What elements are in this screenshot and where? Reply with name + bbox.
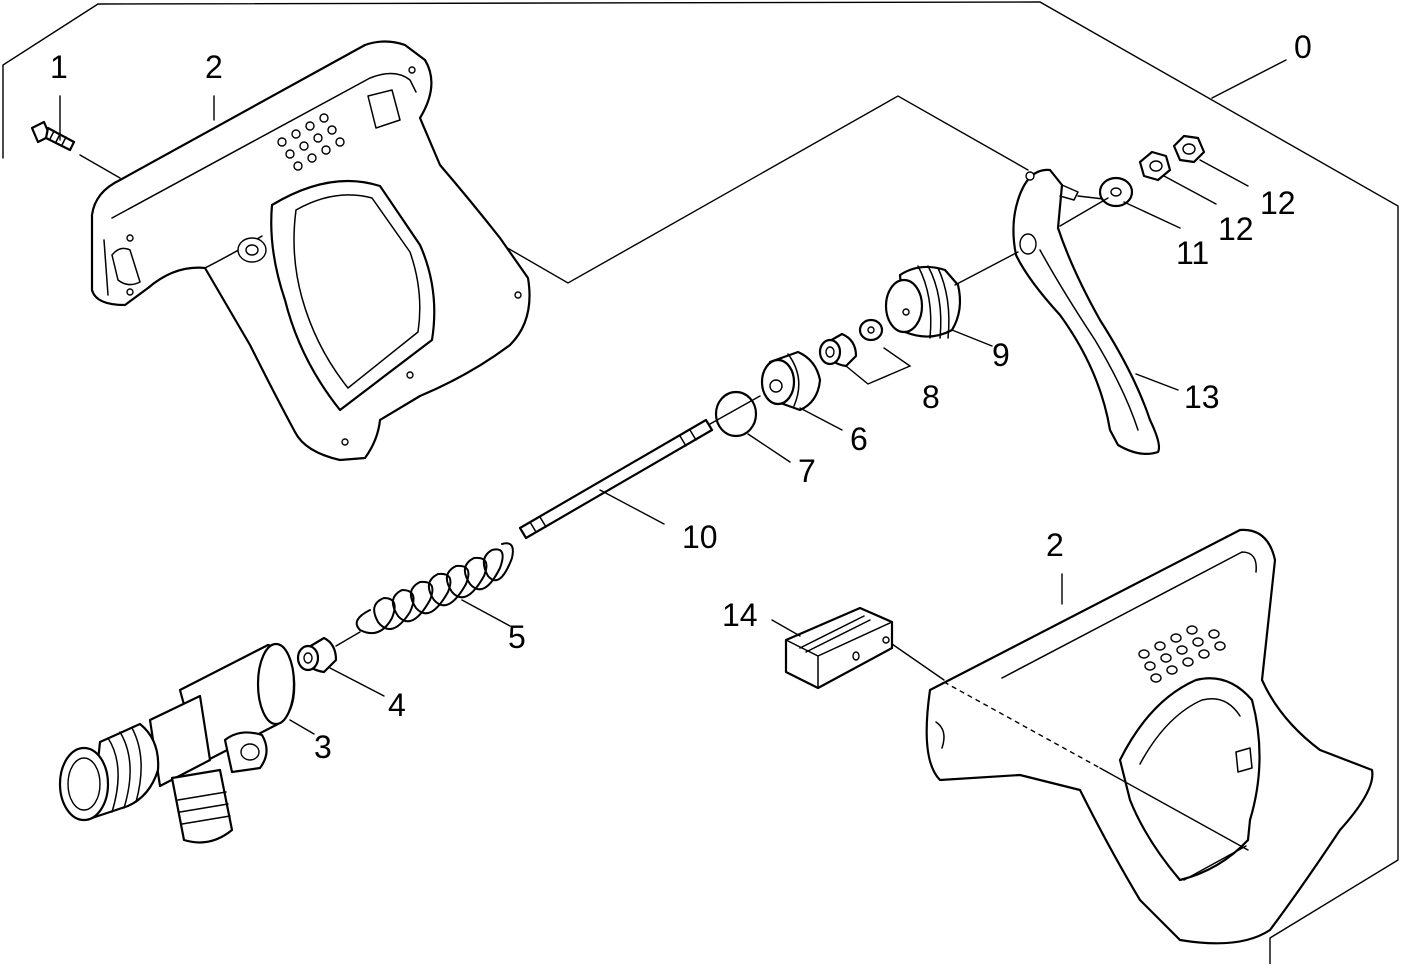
screw bbox=[30, 120, 121, 179]
nut-12b bbox=[1172, 134, 1206, 164]
grip-dots-left bbox=[277, 113, 345, 171]
valve-4 bbox=[296, 631, 385, 697]
callout-5: 5 bbox=[508, 619, 526, 655]
callout-10: 10 bbox=[682, 519, 718, 555]
nut-12a bbox=[1138, 150, 1172, 182]
trigger bbox=[1012, 168, 1161, 455]
callout-6: 6 bbox=[850, 421, 868, 457]
grip-dots-right bbox=[1138, 625, 1226, 683]
valve-housing-9 bbox=[884, 251, 1019, 339]
handle-half-left bbox=[90, 40, 531, 462]
callout-4: 4 bbox=[388, 687, 406, 723]
connector-3 bbox=[58, 642, 315, 844]
callout-11: 11 bbox=[1176, 235, 1209, 271]
callout-8: 8 bbox=[922, 379, 940, 415]
leader-lines bbox=[59, 59, 1287, 605]
callout-2-right: 2 bbox=[1046, 527, 1064, 563]
spring-5 bbox=[355, 542, 514, 634]
o-ring-7 bbox=[714, 390, 791, 463]
callout-0: 0 bbox=[1294, 29, 1312, 65]
handle-half-right bbox=[925, 528, 1374, 945]
callout-14: 14 bbox=[722, 597, 758, 633]
callout-12b: 12 bbox=[1218, 211, 1254, 247]
callout-13: 13 bbox=[1184, 379, 1220, 415]
washer-11 bbox=[1059, 176, 1134, 227]
seal-set-8 bbox=[818, 318, 912, 385]
callout-9: 9 bbox=[992, 337, 1010, 373]
callout-12a: 12 bbox=[1260, 185, 1296, 221]
valve-seat-6 bbox=[760, 350, 843, 431]
callout-2-left: 2 bbox=[205, 49, 223, 85]
rod-10 bbox=[518, 395, 761, 540]
block-14 bbox=[771, 606, 945, 690]
callout-3: 3 bbox=[314, 729, 332, 765]
callouts: 0 1 2 12 12 11 9 8 13 6 7 10 2 14 5 4 3 bbox=[50, 29, 1312, 765]
callout-7: 7 bbox=[798, 453, 816, 489]
callout-1: 1 bbox=[50, 49, 68, 85]
